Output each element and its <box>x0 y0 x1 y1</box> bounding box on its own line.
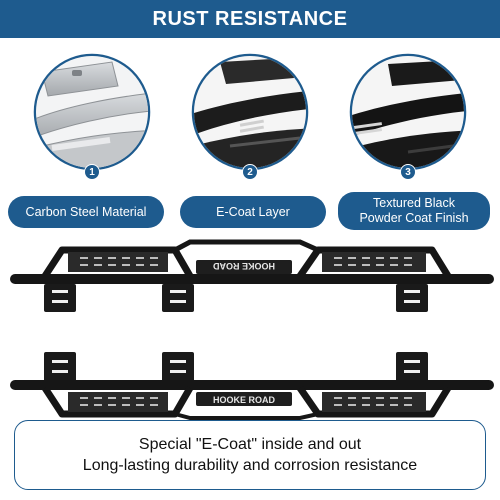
label-textured-black-powder-coat: Textured Black Powder Coat Finish <box>338 192 490 230</box>
stage-number-badge: 2 <box>242 164 258 180</box>
e-coat-closeup <box>191 53 309 171</box>
running-board-bottom-graphic: HOOKE ROAD <box>10 352 494 420</box>
running-board-top-graphic: HOOKE ROAD <box>10 239 494 312</box>
caption-box: Special "E-Coat" inside and out Long-las… <box>14 420 486 490</box>
brand-mark: HOOKE ROAD <box>213 395 276 405</box>
banner-title: RUST RESISTANCE <box>0 0 500 38</box>
label-line-2: Powder Coat Finish <box>359 211 469 225</box>
label-e-coat-layer: E-Coat Layer <box>180 196 326 228</box>
running-board-bottom-view: HOOKE ROAD <box>0 350 500 420</box>
stage-image-powder-coat: 3 <box>348 52 468 180</box>
carbon-steel-closeup <box>33 53 151 171</box>
brand-mark-upside-down: HOOKE ROAD <box>213 261 276 271</box>
powder-coat-closeup <box>349 53 467 171</box>
stage-number-badge: 3 <box>400 164 416 180</box>
caption-line-1: Special "E-Coat" inside and out <box>138 436 362 453</box>
stage-number-badge: 1 <box>84 164 100 180</box>
label-line-1: Textured Black <box>373 196 455 210</box>
stage-image-e-coat: 2 <box>190 52 310 180</box>
running-board-top-view: HOOKE ROAD <box>0 238 500 318</box>
label-carbon-steel-material: Carbon Steel Material <box>8 196 164 228</box>
stage-image-carbon-steel: 1 <box>32 52 152 180</box>
caption-line-2: Long-lasting durability and corrosion re… <box>82 457 418 474</box>
